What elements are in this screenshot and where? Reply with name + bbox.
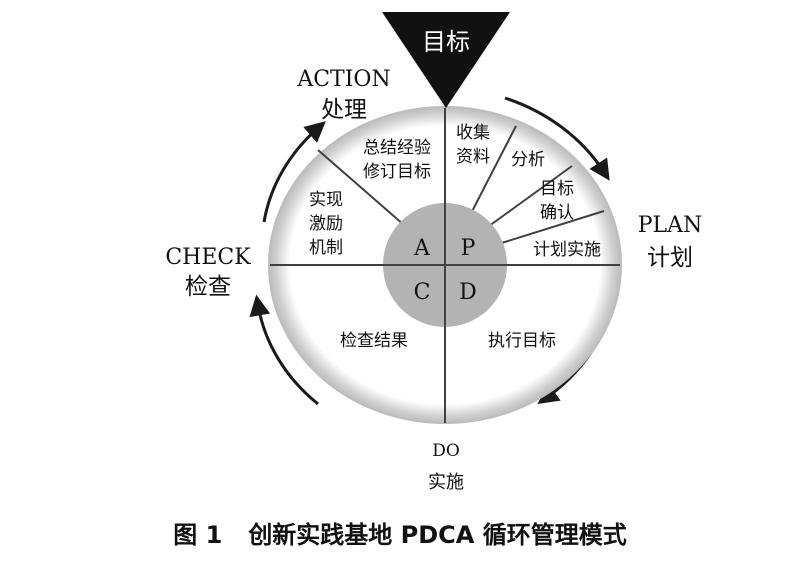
plan-cycle-arrow: [504, 96, 610, 181]
segment-incentive-line1: 实现: [309, 190, 343, 210]
segment-incentive-line2: 激励: [309, 214, 343, 234]
plan-label-en: PLAN: [638, 213, 703, 238]
segment-collect-line1: 收集: [456, 123, 490, 143]
plan-label-zh: 计划: [647, 245, 693, 271]
segment-check-result: 检查结果: [340, 331, 408, 351]
check-label-zh: 检查: [185, 274, 231, 300]
segment-collect-line2: 资料: [456, 147, 490, 167]
segment-implement-plan: 计划实施: [533, 240, 601, 260]
goal-label: 目标: [422, 28, 470, 56]
check-cycle-arrow: [249, 294, 319, 406]
check-label-en: CHECK: [165, 245, 251, 270]
plan-divider-2: [477, 165, 573, 235]
hub-letter-a: A: [413, 236, 431, 261]
hub-letter-p: P: [461, 236, 476, 261]
segment-incentive-line3: 机制: [309, 238, 343, 258]
do-label-en: DO: [432, 441, 460, 461]
figure-caption-text: 创新实践基地 PDCA 循环管理模式: [247, 521, 626, 549]
segment-confirm-line1: 目标: [540, 179, 574, 199]
figure-caption: 图 1 创新实践基地 PDCA 循环管理模式: [173, 521, 626, 549]
segment-summarize-line2: 修订目标: [363, 162, 431, 182]
goal-triangle: [382, 12, 510, 108]
action-divider: [317, 149, 413, 233]
plan-divider-3: [491, 210, 605, 247]
segment-execute: 执行目标: [488, 331, 556, 351]
segment-confirm-line2: 确认: [540, 203, 574, 223]
action-label-en: ACTION: [296, 67, 390, 92]
segment-summarize-line1: 总结经验: [363, 138, 431, 158]
segment-analyze: 分析: [511, 150, 545, 170]
plan-divider-1: [464, 125, 517, 226]
action-cycle-arrow: [262, 121, 326, 223]
do-label-zh: 实施: [428, 472, 464, 493]
hub-letter-d: D: [459, 280, 477, 305]
action-label-zh: 处理: [321, 97, 367, 123]
hub-letter-c: C: [414, 280, 431, 305]
figure-caption-label: 图 1: [173, 521, 222, 549]
